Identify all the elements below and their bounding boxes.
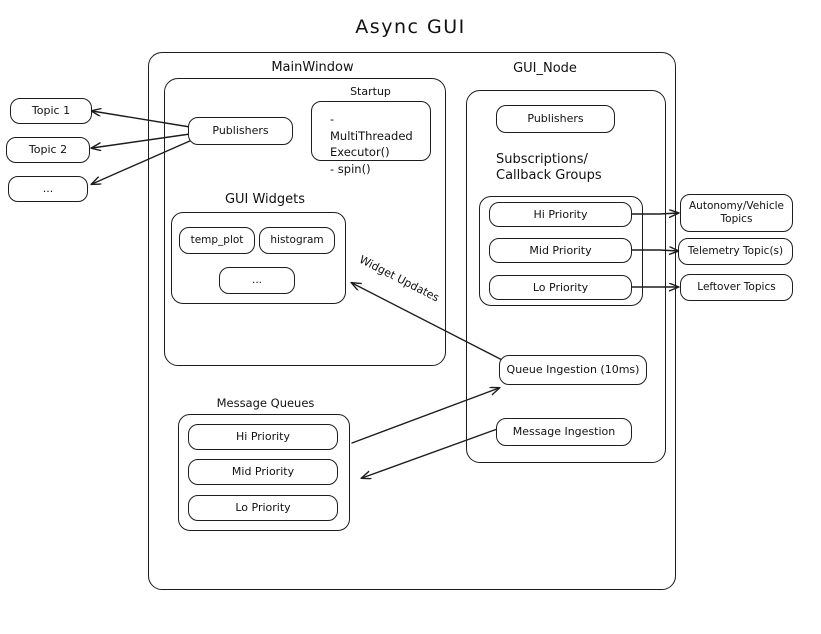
queue-ingestion[interactable]: Queue Ingestion (10ms) [499,355,647,385]
subscribed-topic-autonomy-label: Autonomy/Vehicle Topics [689,199,784,225]
main-window-publishers-label: Publishers [212,124,269,138]
external-topic-2[interactable]: Topic 2 [6,137,90,163]
message-queues-container [178,414,350,531]
message-ingestion-label: Message Ingestion [512,425,616,439]
main-window-publishers[interactable]: Publishers [188,117,293,145]
subscribed-topic-leftover[interactable]: Leftover Topics [680,274,793,301]
subscribed-topic-telemetry[interactable]: Telemetry Topic(s) [678,238,793,265]
subscribed-topic-telemetry-label: Telemetry Topic(s) [687,244,784,257]
external-topic-2-label: Topic 2 [28,143,68,157]
widget-histogram[interactable]: histogram [259,227,335,254]
message-ingestion[interactable]: Message Ingestion [496,418,632,446]
message-queue-mid-priority[interactable]: Mid Priority [188,459,338,485]
callback-group-lo-priority-label: Lo Priority [532,280,589,294]
startup-title: Startup [350,85,391,98]
external-topic-1[interactable]: Topic 1 [10,98,92,124]
external-topic-more[interactable]: ... [8,176,88,202]
main-window-container [164,78,446,366]
startup-box[interactable]: - MultiThreaded Executor() - spin() [311,101,431,176]
external-topic-more-label: ... [42,182,54,196]
subscriptions-title: Subscriptions/ Callback Groups [496,152,602,183]
startup-items: - MultiThreaded Executor() - spin() [330,112,413,177]
message-queue-lo-priority-label: Lo Priority [235,501,291,515]
external-topic-1-label: Topic 1 [31,104,71,118]
callback-group-mid-priority[interactable]: Mid Priority [489,238,632,263]
callback-group-lo-priority[interactable]: Lo Priority [489,275,632,300]
gui-widgets-title: GUI Widgets [224,192,306,207]
subscribed-topic-leftover-label: Leftover Topics [697,280,776,293]
widget-temp-plot-label: temp_plot [190,233,244,246]
message-queue-hi-priority-label: Hi Priority [236,430,290,444]
gui-node-publishers[interactable]: Publishers [496,105,615,133]
message-queue-hi-priority[interactable]: Hi Priority [188,424,338,450]
callback-group-hi-priority-label: Hi Priority [533,207,588,221]
callback-group-mid-priority-label: Mid Priority [529,243,592,257]
gui-widgets-container [171,212,346,304]
widget-more[interactable]: ... [219,267,295,294]
widget-temp-plot[interactable]: temp_plot [179,227,255,254]
page-title: Async GUI [355,16,466,38]
callback-group-hi-priority[interactable]: Hi Priority [489,202,632,227]
message-queue-mid-priority-label: Mid Priority [231,465,295,479]
subscribed-topic-autonomy[interactable]: Autonomy/Vehicle Topics [680,194,793,232]
gui-node-container [466,90,666,463]
message-queue-lo-priority[interactable]: Lo Priority [188,495,338,521]
async-gui-container [148,52,676,590]
widget-histogram-label: histogram [270,233,324,246]
widget-more-label: ... [251,273,262,286]
queue-ingestion-label: Queue Ingestion (10ms) [506,363,640,377]
gui-node-publishers-label: Publishers [527,112,584,126]
message-queues-title: Message Queues [216,396,315,410]
gui-node-title: GUI_Node [513,61,577,76]
main-window-title: MainWindow [271,60,354,75]
